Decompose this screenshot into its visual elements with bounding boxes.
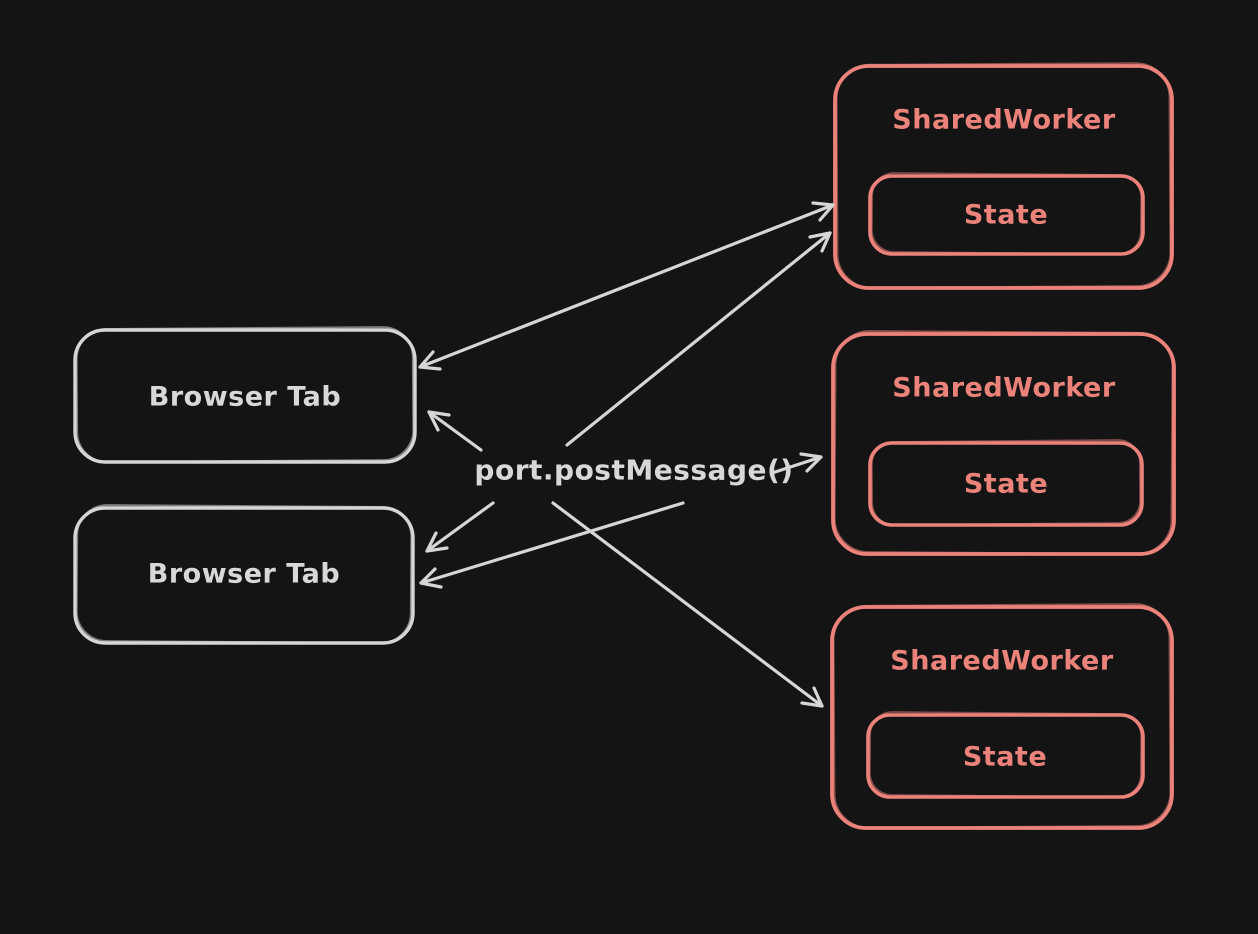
shared-worker-2-state-box — [868, 441, 1144, 527]
browser-tab-2-box — [73, 504, 415, 645]
shared-worker-3-label: SharedWorker — [890, 645, 1114, 677]
shared-worker-3-box — [830, 603, 1174, 830]
arrow-label-worker1 — [565, 231, 832, 447]
shared-worker-3-state-label: State — [962, 741, 1048, 773]
arrow-tab1-worker1 — [418, 201, 835, 371]
arrow-label-tab1 — [427, 410, 483, 452]
shared-worker-3-state-box — [866, 713, 1145, 799]
browser-tab-1-box — [73, 326, 417, 464]
shared-worker-2-label: SharedWorker — [892, 372, 1116, 404]
arrow-label-tab2-a — [425, 501, 495, 553]
shared-worker-1-state-box — [868, 174, 1145, 256]
shared-worker-2-state-label: State — [963, 468, 1049, 500]
arrow-label-tab2-b — [419, 501, 685, 589]
shared-worker-1-state-label: State — [963, 199, 1049, 231]
shared-worker-1-box — [833, 62, 1174, 290]
center-post-message-label: port.postMessage() — [474, 453, 794, 487]
browser-tab-2-label: Browser Tab — [147, 558, 341, 590]
browser-tab-1-label: Browser Tab — [148, 381, 342, 413]
shared-worker-2-box — [831, 330, 1176, 556]
shared-worker-1-label: SharedWorker — [892, 104, 1116, 136]
arrow-label-worker3 — [551, 501, 824, 708]
arrow-label-worker2 — [770, 452, 823, 475]
